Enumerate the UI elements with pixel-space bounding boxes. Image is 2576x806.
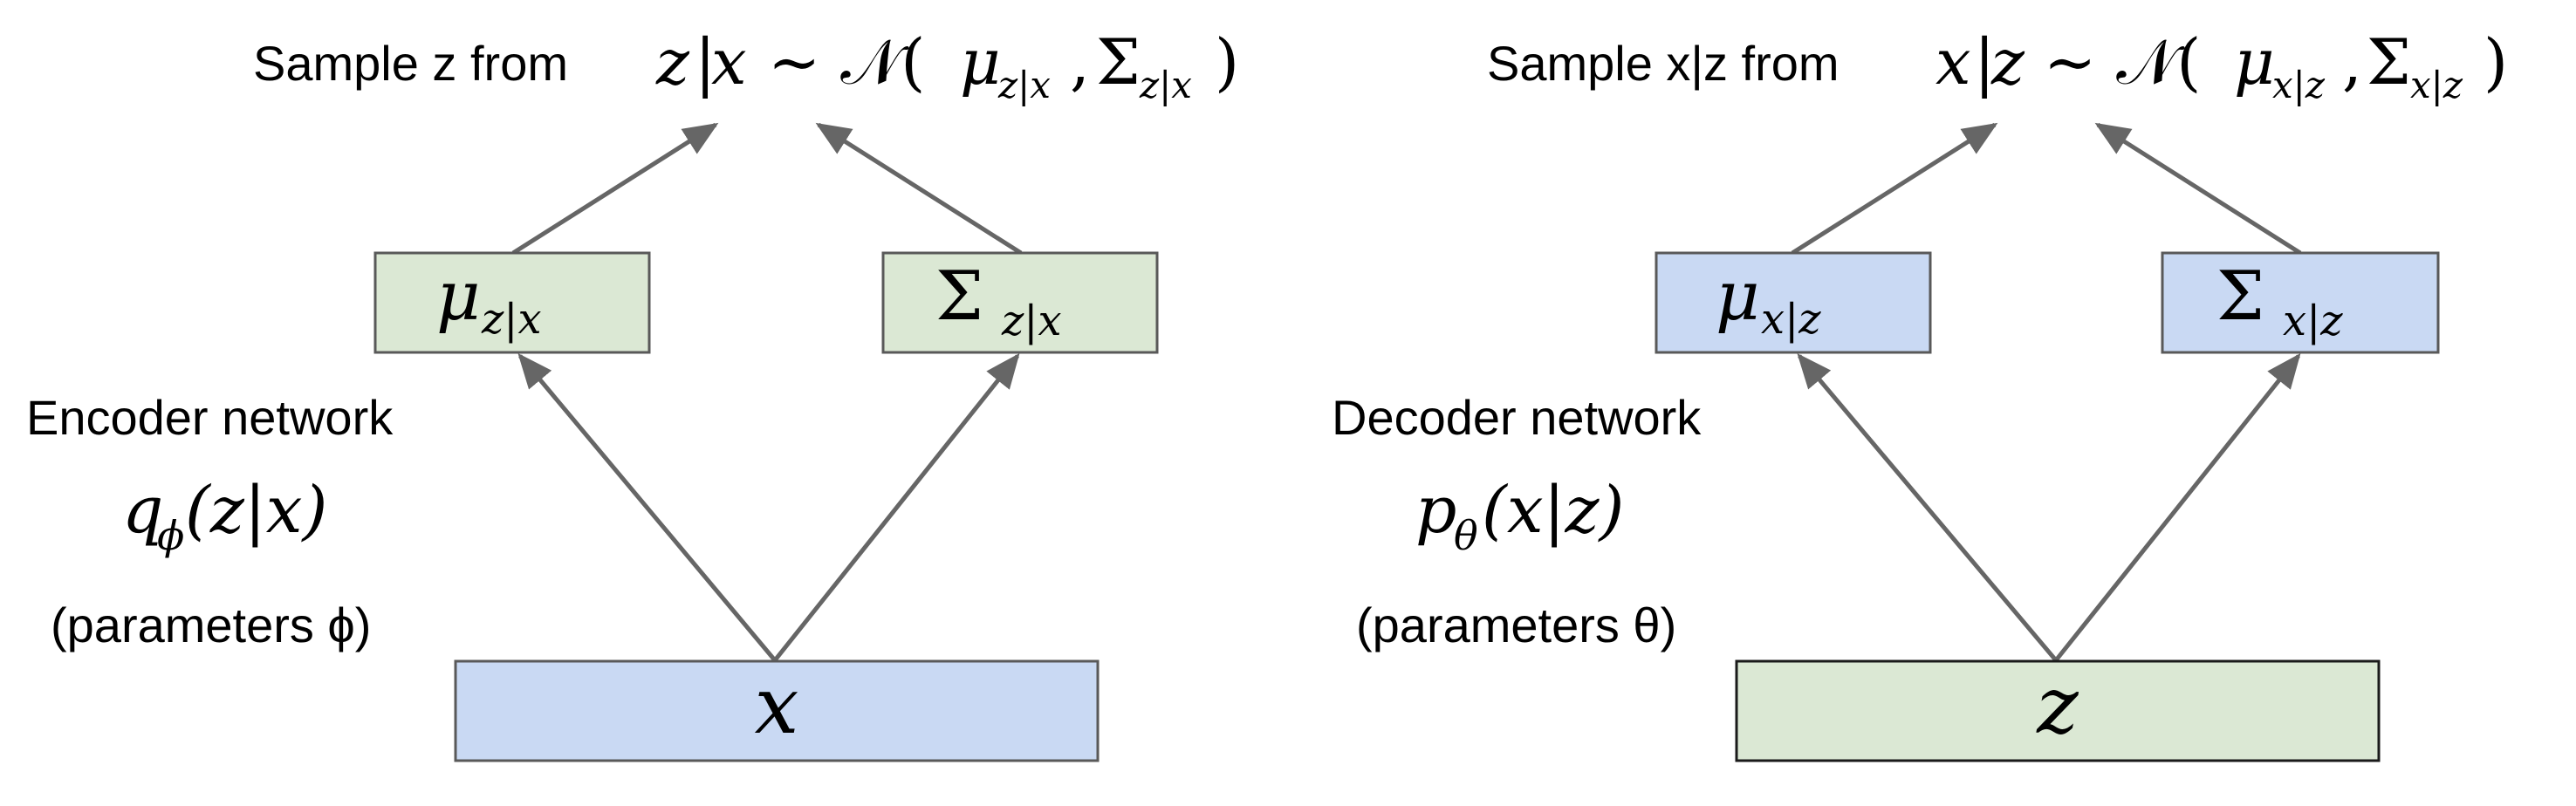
decoder-sample-dist: ∼ 𝒩( bbox=[2044, 25, 2201, 99]
encoder-input-box: x bbox=[454, 659, 1100, 762]
decoder-sample-sigma: Σ bbox=[2367, 25, 2411, 99]
encoder-sample-given: x bbox=[711, 25, 747, 99]
decoder-sample-mu: μ bbox=[2234, 25, 2275, 99]
encoder-sigma-symbol: Σ bbox=[935, 257, 983, 336]
decoder-network-formula: p θ (x|z) bbox=[1415, 473, 1624, 559]
encoder-sigma-box: Σ z|x bbox=[881, 251, 1159, 354]
decoder-sample-var: x bbox=[1935, 25, 1971, 99]
encoder-sample-formula: Sample z from z | x ∼ 𝒩( μ z|x , Σ z|x ) bbox=[253, 25, 1239, 106]
decoder-sample-mu-sub: x|z bbox=[2272, 64, 2326, 106]
encoder-arrow-sigma-to-sample bbox=[815, 122, 1023, 256]
encoder-mu-symbol: μ bbox=[436, 257, 481, 336]
decoder-input-label: z bbox=[2036, 660, 2079, 752]
decoder-arrow-input-to-sigma bbox=[2054, 352, 2301, 662]
decoder-parameters-label: (parameters θ) bbox=[1356, 598, 1676, 652]
decoder-mu-box: μ x|z bbox=[1655, 251, 1932, 354]
decoder-sigma-symbol: Σ bbox=[2216, 257, 2264, 336]
decoder-network-p: p bbox=[1415, 473, 1456, 548]
encoder-mu-box-rect bbox=[373, 251, 651, 354]
encoder-input-label: x bbox=[755, 660, 799, 752]
svg-text:): ) bbox=[1215, 25, 1239, 99]
svg-text:|: | bbox=[695, 25, 716, 99]
svg-text:,: , bbox=[1070, 25, 1090, 99]
encoder-sigma-box-rect bbox=[881, 251, 1159, 354]
decoder-panel: Sample x|z from x | z ∼ 𝒩( μ x|z , Σ x|z… bbox=[1332, 25, 2508, 762]
encoder-sample-dist: ∼ 𝒩( bbox=[768, 25, 925, 99]
decoder-sample-formula: Sample x|z from x | z ∼ 𝒩( μ x|z , Σ x|z… bbox=[1487, 25, 2508, 106]
svg-text:): ) bbox=[2484, 25, 2508, 99]
encoder-arrow-input-to-mu bbox=[517, 352, 777, 662]
decoder-sigma-box-rect bbox=[2161, 251, 2440, 354]
svg-text:|: | bbox=[1974, 25, 1995, 99]
decoder-input-rect bbox=[1735, 659, 2381, 762]
decoder-arrow-input-to-mu bbox=[1797, 352, 2058, 662]
decoder-mu-sub: x|z bbox=[1761, 295, 1821, 344]
encoder-arrow-input-to-sigma bbox=[773, 352, 1020, 662]
encoder-network-title: Encoder network bbox=[26, 390, 394, 445]
encoder-network-formula: q ϕ (z|x) bbox=[122, 473, 327, 559]
decoder-sample-prefix: Sample x|z from bbox=[1487, 36, 1840, 91]
decoder-sigma-sub: x|z bbox=[2283, 297, 2343, 345]
svg-text:,: , bbox=[2342, 25, 2362, 99]
decoder-sample-given: z bbox=[1990, 25, 2025, 99]
encoder-panel: Sample z from z | x ∼ 𝒩( μ z|x , Σ z|x )… bbox=[26, 25, 1239, 762]
decoder-sigma-box: Σ x|z bbox=[2161, 251, 2440, 354]
decoder-network-arg: (x|z) bbox=[1482, 473, 1624, 548]
decoder-input-box: z bbox=[1735, 659, 2381, 762]
decoder-network-theta: θ bbox=[1454, 512, 1478, 559]
encoder-network-arg: (z|x) bbox=[185, 473, 327, 548]
decoder-mu-box-rect bbox=[1655, 251, 1932, 354]
encoder-arrow-mu-to-sample bbox=[511, 122, 719, 256]
encoder-sample-prefix: Sample z from bbox=[253, 36, 568, 91]
decoder-arrow-mu-to-sample bbox=[1791, 122, 1998, 256]
decoder-mu-symbol: μ bbox=[1716, 257, 1760, 336]
encoder-sample-sigma: Σ bbox=[1096, 25, 1141, 99]
encoder-sigma-sub: z|x bbox=[1001, 297, 1062, 345]
encoder-sample-mu: μ bbox=[960, 25, 1001, 99]
encoder-mu-box: μ z|x bbox=[373, 251, 651, 354]
decoder-arrow-sigma-to-sample bbox=[2094, 122, 2302, 256]
decoder-network-title: Decoder network bbox=[1332, 390, 1702, 445]
encoder-network-phi: ϕ bbox=[157, 512, 184, 559]
encoder-mu-sub: z|x bbox=[481, 295, 542, 344]
encoder-sample-var: z bbox=[655, 25, 690, 99]
decoder-sample-sigma-sub: x|z bbox=[2410, 64, 2463, 106]
encoder-input-rect bbox=[454, 659, 1100, 762]
encoder-sample-sigma-sub: z|x bbox=[1139, 64, 1192, 106]
encoder-parameters-label: (parameters ϕ) bbox=[51, 598, 371, 652]
encoder-sample-mu-sub: z|x bbox=[997, 64, 1051, 106]
encoder-network-q: q bbox=[122, 473, 163, 548]
